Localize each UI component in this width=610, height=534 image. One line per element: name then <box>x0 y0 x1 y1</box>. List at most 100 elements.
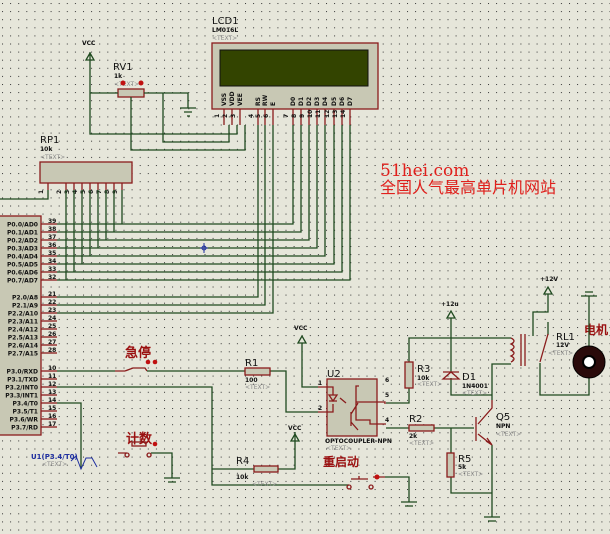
rv1-value: 1k <box>114 73 123 80</box>
lcd-pin-name: VEE <box>237 93 244 106</box>
u2-optocoupler[interactable]: U2 1 2 6 5 4 OPTOCOUPLER-NPN <TEXT> <box>318 369 392 452</box>
q5-text: <TEXT> <box>496 431 521 438</box>
d1-text: <TEXT> <box>462 390 487 397</box>
r3-value: 10k <box>417 375 430 382</box>
mcu-pin-number: 36 <box>48 242 56 249</box>
mcu-pin-name: P2.0/A8 <box>12 295 38 302</box>
lcd-pin-number: 1 <box>214 114 221 118</box>
p0-data-wire <box>57 125 335 265</box>
lcd-pin-number: 6 <box>263 114 270 118</box>
p0-data-wire <box>57 125 294 225</box>
lcd-pin-name: RW <box>262 94 269 106</box>
r2-body[interactable] <box>408 424 435 432</box>
rp1-pin-number: 1 <box>38 190 45 194</box>
r1-body[interactable] <box>244 367 271 376</box>
p0-data-wire <box>57 125 310 241</box>
mcu-pin-number: 32 <box>48 274 56 281</box>
rp1-pin-number: 8 <box>104 190 111 194</box>
d1-part: 1N4001 <box>462 383 488 390</box>
cursor-crosshair-icon <box>200 243 208 253</box>
mcu-pin-name: P0.3/AD3 <box>7 246 38 253</box>
r3-body[interactable] <box>404 361 414 389</box>
mcu-pin-name: P2.2/A10 <box>8 311 38 318</box>
mcu-pin-number: 16 <box>48 413 56 420</box>
ground-icon <box>581 291 597 346</box>
mcu-pin-number: 13 <box>48 389 56 396</box>
count-label: 计数 <box>126 431 153 447</box>
lcd-pin-name: D1 <box>298 97 305 106</box>
relay-coil-icon[interactable] <box>509 334 526 366</box>
rp1-common-wire <box>0 190 49 200</box>
lcd-component[interactable]: LCD1 LM016L <TEXT> VSS1VDD2VEE3RS4RW5E6D… <box>211 16 379 125</box>
p0-data-wire <box>57 125 302 233</box>
d1-ref: D1 <box>462 372 476 383</box>
mcu-pin-name: P2.3/A11 <box>8 319 38 326</box>
r4-value: 10k <box>236 474 249 481</box>
count-switch[interactable] <box>118 452 152 458</box>
rp1-pin-number: 2 <box>56 190 63 194</box>
lcd-pin-name: E <box>270 102 277 106</box>
restart-switch[interactable] <box>346 476 385 490</box>
p0-data-wire <box>57 125 318 249</box>
lcd-pin-name: RS <box>255 97 262 106</box>
q5-transistor-icon[interactable] <box>475 400 493 446</box>
d1-diode-icon[interactable] <box>441 371 461 380</box>
mcu-pin-name: P3.1/TXD <box>7 377 38 384</box>
lcd-pin-number: 9 <box>299 114 306 118</box>
rp1-ref: RP1 <box>40 135 59 146</box>
rp1-value: 10k <box>40 146 53 153</box>
mcu-pin-name: P0.1/AD1 <box>7 230 38 237</box>
lcd-supply-wires <box>89 60 246 151</box>
mcu-pin-name: P0.6/AD6 <box>7 270 38 277</box>
estop-switch[interactable] <box>115 367 148 372</box>
count-switch-cap <box>131 441 147 447</box>
rp1-pin-number: 7 <box>96 190 103 194</box>
r4-body[interactable] <box>253 465 279 473</box>
rl1-text: <TEXT> <box>548 350 573 357</box>
r4-text: <TEXT> <box>252 481 277 488</box>
lcd-pin-number: 8 <box>291 114 298 118</box>
p2-control-wire <box>57 125 274 314</box>
ground-icon <box>401 501 417 507</box>
mcu-pin-number: 22 <box>48 299 56 306</box>
mcu-pin-number: 23 <box>48 307 56 314</box>
r5-body[interactable] <box>446 452 455 478</box>
lcd-pin-name: D7 <box>347 97 354 106</box>
probe-dot <box>138 80 144 86</box>
lcd-pin-number: 14 <box>340 110 347 118</box>
lcd-screen <box>219 49 369 87</box>
mcu-pin-number: 26 <box>48 331 56 338</box>
watermark-slogan: 全国人气最高单片机网站 <box>380 178 556 197</box>
q5-ref: Q5 <box>496 412 510 423</box>
mcu-pin-number: 34 <box>48 258 56 265</box>
vcc-arrow-icon <box>289 432 301 442</box>
lcd-text: <TEXT> <box>212 35 237 42</box>
u2-body <box>326 378 378 437</box>
lcd-pin-number: 2 <box>222 114 229 118</box>
lcd-pin-name: D6 <box>339 97 346 106</box>
siggen-text: <TEXT> <box>42 461 67 468</box>
bus-wires <box>57 125 351 314</box>
p2-control-wire <box>57 125 266 306</box>
lcd-pin-number: 11 <box>315 110 322 118</box>
mcu-pin-name: P2.1/A9 <box>12 303 38 310</box>
mcu-pin-name: P0.7/AD7 <box>7 278 38 285</box>
count-wire <box>151 452 180 483</box>
mcu-pin-number: 10 <box>48 365 56 372</box>
u2-pin-number: 4 <box>385 417 389 424</box>
vcc-arrow-icon <box>84 51 96 61</box>
mcu-pin-number: 21 <box>48 291 56 298</box>
r2-ref: R2 <box>409 414 422 425</box>
p0-data-wire <box>57 125 343 273</box>
signal-generator-icon[interactable] <box>70 455 98 471</box>
mcu-pin-number: 37 <box>48 234 56 241</box>
vcc-arrow-icon <box>296 334 318 388</box>
rp1-pin-number: 9 <box>112 190 119 194</box>
mcu-pin-name: P3.2/INT0 <box>5 385 38 392</box>
rv1-ref: RV1 <box>113 62 133 73</box>
rp1-pin-number: 6 <box>88 190 95 194</box>
r5-ref: R5 <box>458 454 471 465</box>
